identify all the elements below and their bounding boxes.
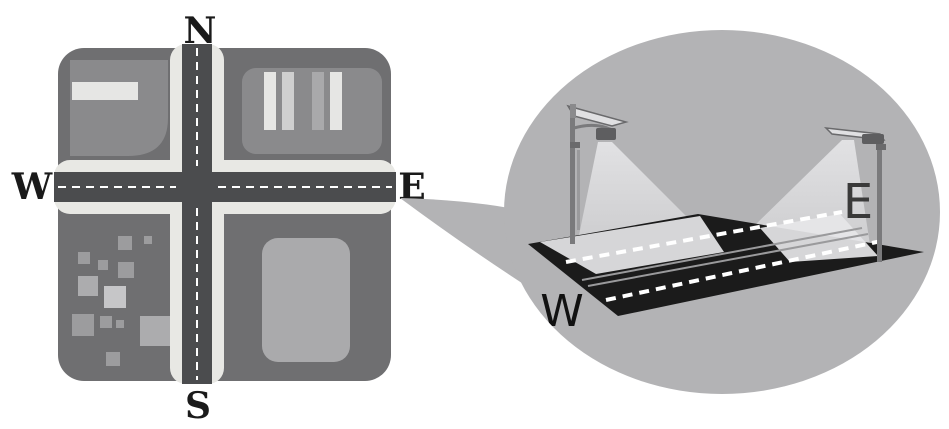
compass-north: N	[184, 10, 217, 52]
building-ne-2	[282, 72, 294, 130]
building-ne-3	[312, 72, 324, 130]
block-northwest	[70, 60, 168, 156]
building-ne-4	[330, 72, 342, 130]
building-northwest	[72, 82, 138, 100]
zoom-lane-dashed-south	[605, 238, 887, 302]
zoom-lane-solid-1	[581, 227, 863, 281]
zoom-callout: E W	[400, 30, 940, 394]
zoom-lane-solid-2	[587, 233, 869, 287]
zoom-bubble	[504, 30, 940, 394]
building-ne-1	[264, 72, 276, 130]
zoom-label-west: W	[540, 286, 584, 337]
compass-south: S	[185, 385, 211, 427]
street-light-east	[823, 127, 886, 262]
zoom-lane-dashed-north	[565, 210, 843, 264]
compass-west: W	[11, 166, 53, 208]
zoom-label-east: E	[843, 174, 873, 230]
block-southeast	[262, 238, 350, 362]
street-light-west	[566, 104, 629, 244]
intersection-map: N S W E	[11, 10, 426, 427]
block-southwest	[72, 236, 170, 366]
